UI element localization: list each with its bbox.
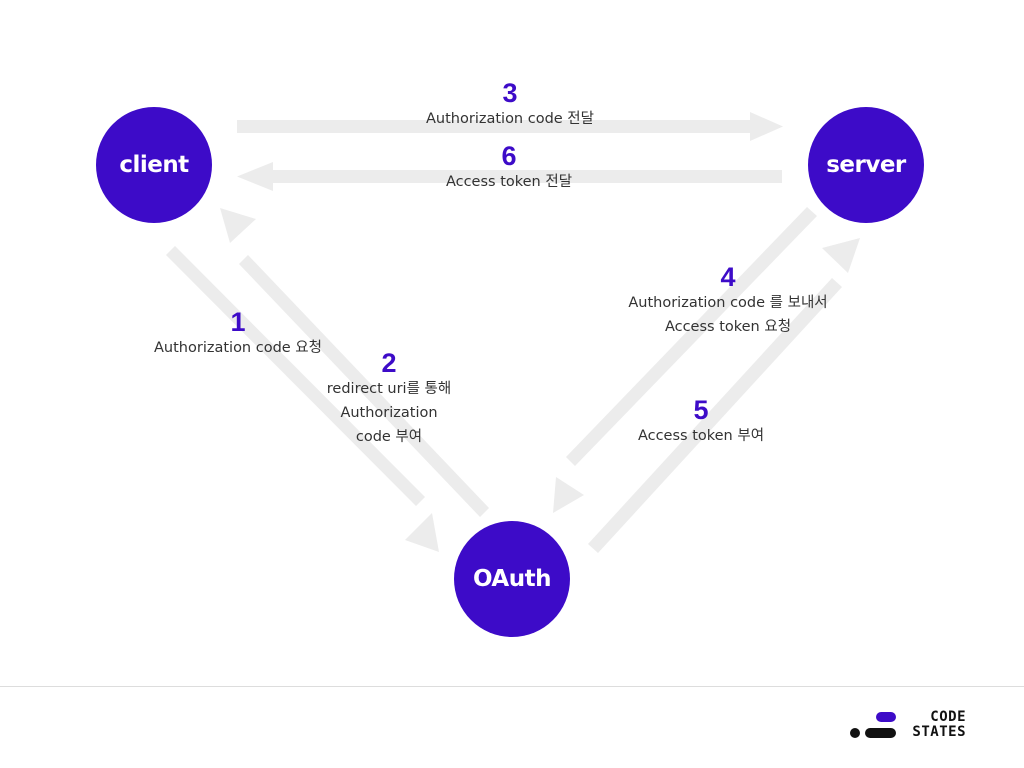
codestates-logo-icon	[848, 709, 902, 743]
logo-line-1: CODE	[930, 709, 966, 725]
arrow-6-server-to-client	[237, 162, 782, 191]
step-3-label: 3 Authorization code 전달	[426, 79, 594, 131]
step-5-label: 5 Access token 부여	[638, 396, 764, 448]
codestates-logo: CODE STATES	[848, 709, 968, 743]
step-description: Authorization code 를 보내서	[628, 295, 828, 311]
logo-wordmark: CODE STATES	[904, 710, 966, 740]
step-4-label: 4 Authorization code 를 보내서 Access token …	[628, 263, 827, 339]
oauth-node: OAuth	[454, 521, 570, 637]
arrow-3-client-to-server	[237, 112, 783, 141]
step-number: 3	[502, 78, 518, 108]
arrow-5-oauth-to-server	[588, 238, 860, 553]
step-description: Access token 전달	[445, 174, 573, 190]
step-description: Access token 요청	[664, 319, 792, 335]
step-description: code 부여	[355, 429, 423, 445]
oauth-node-label: OAuth	[473, 566, 551, 592]
server-node-label: server	[826, 152, 906, 178]
step-number: 4	[720, 262, 736, 292]
client-node: client	[96, 107, 212, 223]
logo-dot	[850, 728, 860, 738]
logo-bar-bottom	[865, 728, 896, 738]
arrow-2-oauth-to-client	[220, 208, 489, 517]
step-number: 1	[230, 307, 246, 337]
logo-bar-top	[876, 712, 896, 722]
client-node-label: client	[119, 152, 189, 178]
arrow-4-server-to-oauth	[553, 207, 817, 513]
footer-divider	[0, 686, 1024, 687]
step-description: Authorization	[340, 405, 438, 421]
arrow-1-client-to-oauth	[166, 246, 439, 552]
step-number: 5	[693, 395, 709, 425]
step-description: Authorization code 요청	[154, 340, 322, 356]
step-6-label: 6 Access token 전달	[446, 142, 572, 194]
step-number: 6	[501, 141, 517, 171]
step-1-label: 1 Authorization code 요청	[154, 308, 322, 360]
step-description: Access token 부여	[637, 428, 765, 444]
step-description: redirect uri를 통해	[326, 381, 452, 397]
step-description: Authorization code 전달	[426, 111, 594, 127]
step-2-label: 2 redirect uri를 통해 Authorization code 부여	[327, 349, 451, 449]
logo-line-2: STATES	[912, 724, 966, 740]
server-node: server	[808, 107, 924, 223]
step-number: 2	[381, 348, 397, 378]
